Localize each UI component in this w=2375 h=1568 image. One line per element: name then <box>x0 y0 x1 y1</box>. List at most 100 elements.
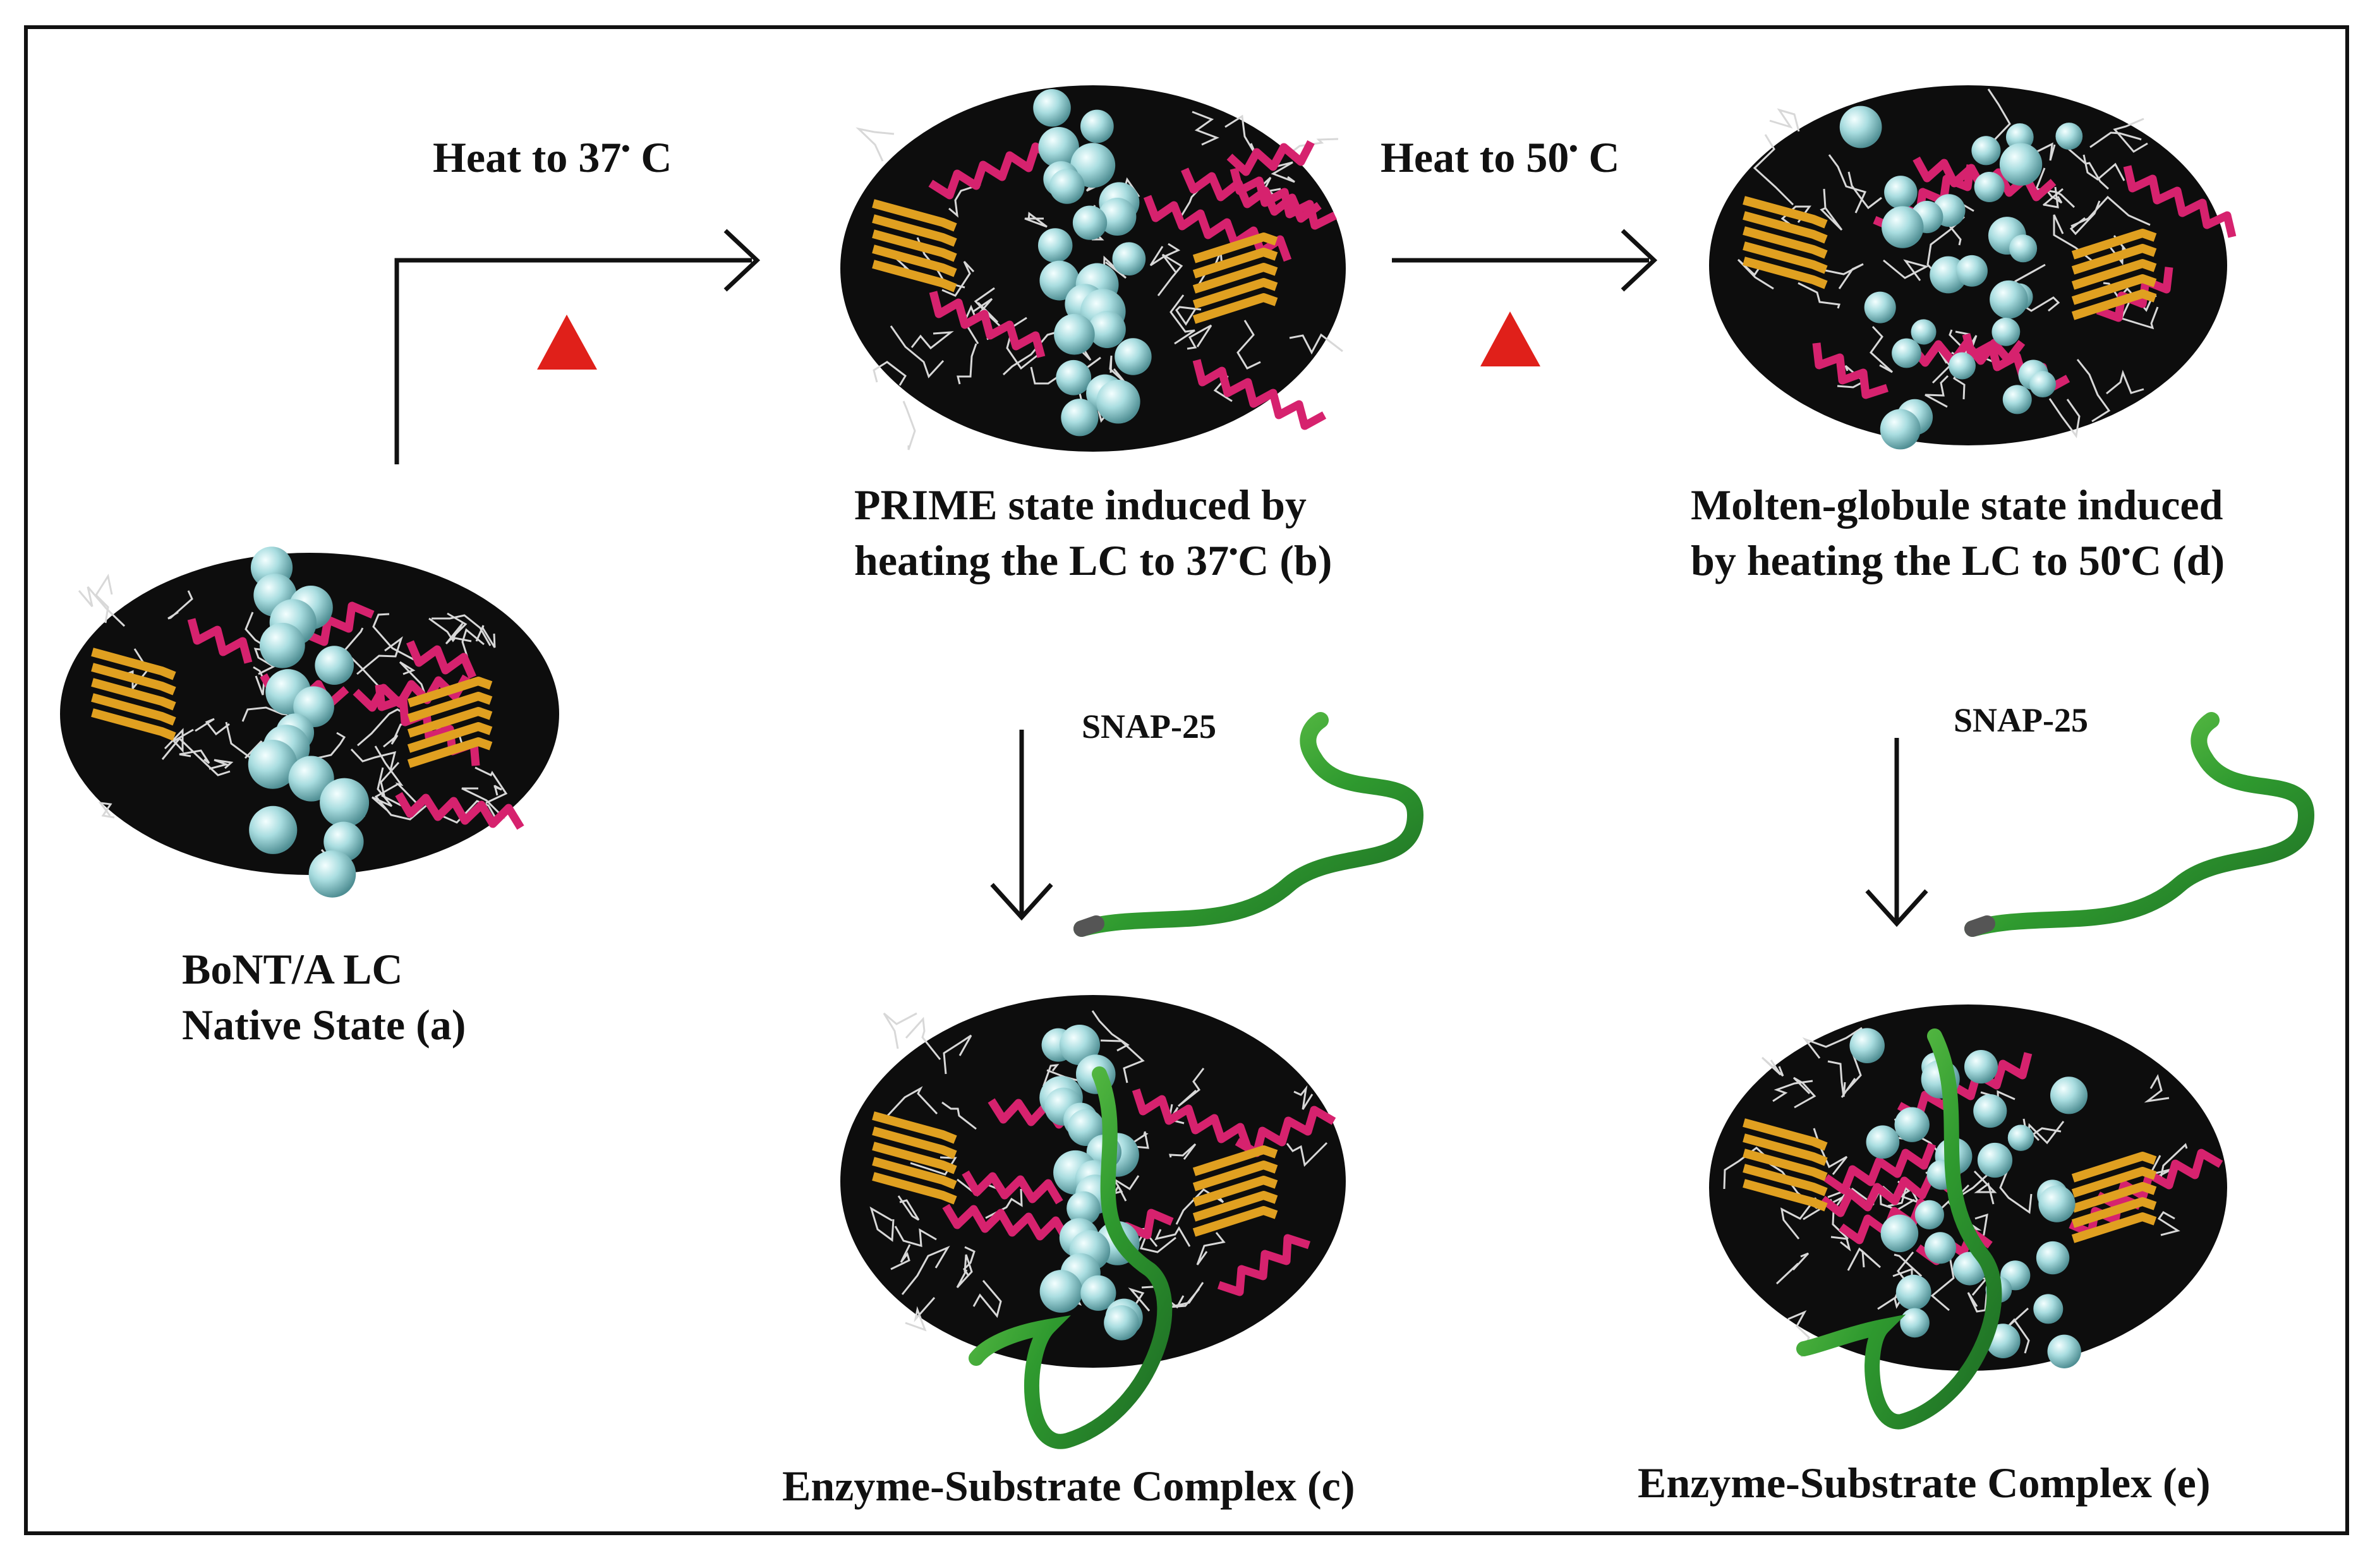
complex-c-caption: Enzyme-Substrate Complex (c) <box>782 1462 1355 1510</box>
alpha-helix <box>1230 167 1337 230</box>
beta-sheet <box>1743 256 1828 289</box>
coil-strand <box>2044 188 2063 204</box>
sphere-atom <box>1072 205 1108 240</box>
protein-structure-icon <box>1709 1004 2227 1430</box>
coil-strand <box>1967 1289 1988 1313</box>
coil-strand <box>1737 258 1774 290</box>
coil-strand <box>894 1226 937 1248</box>
coil-strand <box>350 748 397 771</box>
alpha-helix <box>1226 140 1315 176</box>
coil-strand <box>905 1016 941 1060</box>
sphere-atom <box>2055 123 2083 150</box>
coil-strand <box>910 1156 957 1176</box>
sphere-atom <box>2007 1125 2034 1151</box>
beta-sheet <box>2071 244 2157 275</box>
beta-sheet <box>2071 274 2157 305</box>
beta-sheet <box>872 244 957 277</box>
coil-strand <box>885 1086 938 1118</box>
coil-strand <box>1196 1232 1226 1265</box>
sphere-atom <box>1039 260 1080 301</box>
coil-strand <box>890 1244 911 1270</box>
coil-strand <box>1149 243 1181 267</box>
sphere-atom <box>1104 1305 1139 1341</box>
sphere-atom <box>1955 255 1988 287</box>
sphere-atom <box>1039 1270 1083 1313</box>
alpha-helix <box>1823 1142 1937 1195</box>
beta-sheet <box>407 737 493 768</box>
coil-strand <box>1178 1068 1205 1107</box>
caption-line: by heating the LC to 50•C (d) <box>1691 533 2225 588</box>
coil-strand <box>855 127 895 162</box>
degree-symbol: • <box>1229 537 1238 566</box>
sphere-atom <box>1977 1142 2013 1178</box>
beta-sheet <box>1192 293 1278 324</box>
sphere-atom <box>1990 280 2028 319</box>
alpha-helix <box>187 618 253 664</box>
alpha-helix <box>1897 1052 2033 1121</box>
coil-strand <box>2089 131 2142 148</box>
degree-symbol: • <box>2121 537 2130 566</box>
coil-strand <box>1761 1056 1784 1077</box>
snap25-peptide-icon <box>1073 712 1424 937</box>
sphere-atom <box>249 805 298 854</box>
coil-strand <box>1883 259 1930 281</box>
coil-strand <box>179 749 210 764</box>
heat-label-50: Heat to 50• C <box>1381 130 1620 185</box>
coil-strand <box>1847 1247 1881 1271</box>
beta-sheet <box>407 707 493 738</box>
coil-strand <box>1175 303 1202 326</box>
coil-strand <box>1236 320 1261 370</box>
beta-sheet <box>872 1172 957 1205</box>
coil-strand <box>161 737 231 776</box>
coil-strand <box>1289 333 1343 355</box>
heat-label-unit: C <box>1578 133 1620 181</box>
coil-strand <box>873 361 907 386</box>
coil-strand <box>1802 1027 1863 1059</box>
sphere-atom <box>1098 198 1137 236</box>
alpha-helix <box>406 640 476 679</box>
beta-sheet <box>407 722 493 753</box>
beta-sheet <box>407 692 493 723</box>
sphere-atom <box>1911 319 1937 345</box>
heat-label-text: Heat to 50 <box>1381 133 1569 181</box>
sphere-atom <box>2002 385 2032 414</box>
sphere-atom <box>1973 1094 2007 1128</box>
heat-label-unit: C <box>630 133 672 181</box>
coil-strand <box>1169 1143 1197 1160</box>
caption-text: by heating the LC to 50 <box>1691 536 2122 584</box>
sphere-atom <box>1088 311 1126 349</box>
beta-sheet <box>872 1126 957 1159</box>
coil-strand <box>399 661 428 701</box>
coil-strand <box>1293 1085 1314 1110</box>
alpha-helix <box>928 142 1057 200</box>
coil-strand <box>1820 188 1843 231</box>
coil-strand <box>957 343 977 385</box>
sphere-atom <box>1991 317 2021 346</box>
sphere-atom <box>1849 1028 1885 1063</box>
sphere-atom <box>315 646 354 685</box>
coil-strand <box>1847 171 1882 210</box>
degree-symbol: • <box>621 134 631 163</box>
caption-text: C (d) <box>2130 536 2225 584</box>
beta-sheet <box>2071 1167 2157 1198</box>
beta-sheet <box>1743 1179 1828 1212</box>
native-state-caption: BoNT/A LC Native State (a) <box>182 941 466 1052</box>
coil-strand <box>1006 317 1039 370</box>
beta-sheet <box>1192 1145 1278 1176</box>
caption-line: Native State (a) <box>182 1001 466 1049</box>
coil-strand <box>1100 1039 1145 1083</box>
coil-strand <box>890 325 945 378</box>
sphere-atom <box>1038 126 1079 168</box>
coil-strand <box>2007 1307 2030 1354</box>
arrow-icon <box>990 730 1053 921</box>
beta-sheet <box>2071 229 2157 260</box>
coil-strand <box>2121 306 2159 330</box>
sphere-atom <box>1880 1214 1919 1253</box>
red-triangle-icon <box>1480 311 1540 366</box>
coil-strand <box>2082 154 2125 181</box>
coil-strand <box>910 331 954 350</box>
globule-body <box>1709 1004 2227 1371</box>
coil-strand <box>1772 1080 1813 1102</box>
coil-strand <box>943 1034 972 1075</box>
coil-strand <box>1169 294 1195 345</box>
